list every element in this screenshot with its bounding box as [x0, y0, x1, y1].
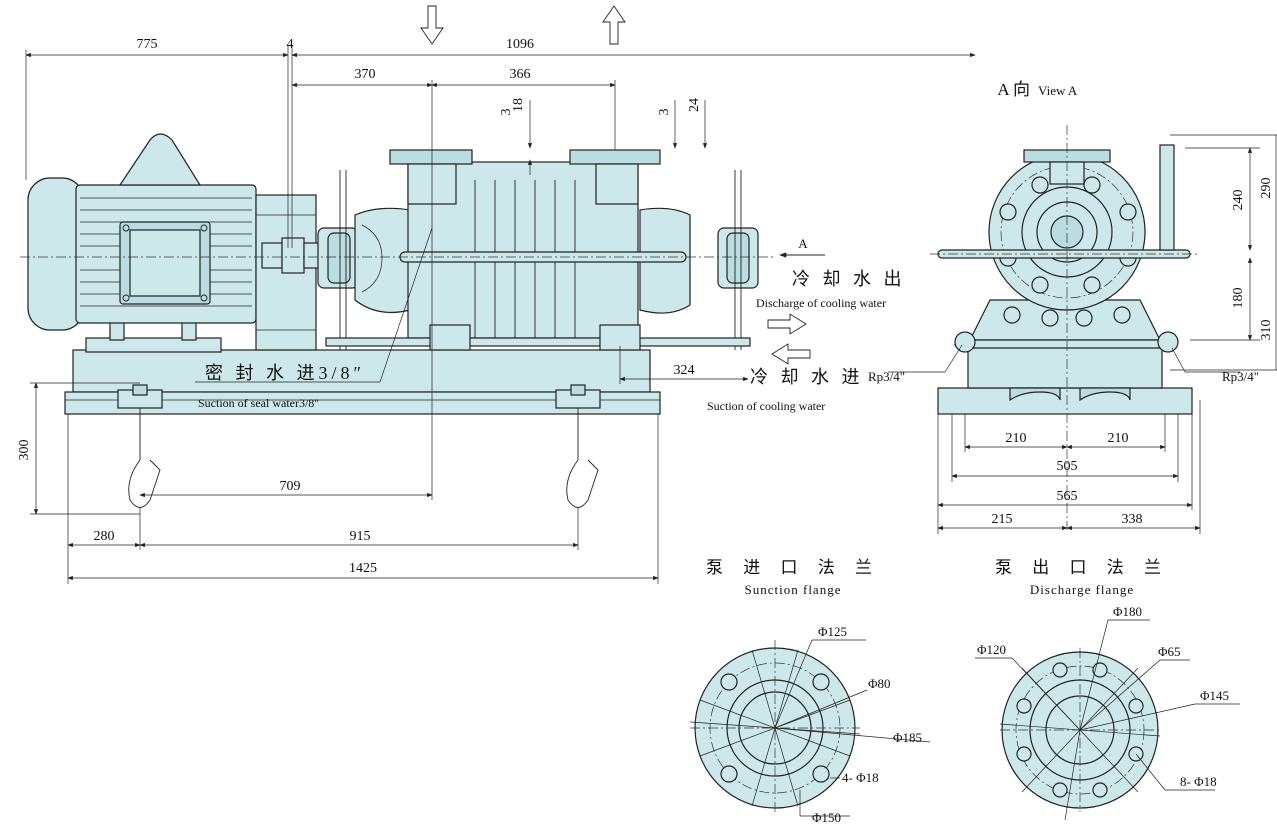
dim-3-left: 3 — [499, 109, 514, 116]
dim-240: 240 — [1231, 190, 1246, 211]
suction-flange-title-en: Sunction flange — [745, 582, 842, 597]
dia-80: Φ80 — [868, 676, 891, 691]
dia-180: Φ180 — [1113, 604, 1142, 619]
dim-290: 290 — [1259, 178, 1274, 199]
dim-1096: 1096 — [506, 37, 534, 52]
cooling-in-arrow-icon — [771, 343, 811, 365]
side-view-a: A 向 View A — [868, 80, 1277, 534]
side-base — [937, 387, 1193, 415]
motor — [27, 133, 317, 351]
foundation-bolt-right — [555, 384, 601, 508]
dia-125: Φ125 — [818, 624, 847, 639]
discharge-flange-title-en: Discharge flange — [1030, 582, 1134, 597]
dim-180: 180 — [1231, 288, 1246, 309]
dim-300: 300 — [17, 440, 32, 461]
discharge-flange-title-cn: 泵 出 口 法 兰 — [995, 558, 1169, 577]
cooling-in-label-cn: 冷 却 水 进 — [750, 367, 864, 387]
dim-215: 215 — [992, 512, 1013, 527]
seal-water-label-en: Suction of seal water3/8″ — [198, 396, 319, 410]
dim-18: 18 — [511, 98, 526, 112]
rp-right-label: Rp3/4" — [1222, 369, 1259, 384]
base-frame — [72, 349, 651, 393]
rp-left-label: Rp3/4" — [868, 369, 905, 384]
dim-3-right: 3 — [657, 109, 672, 116]
dim-324: 324 — [674, 363, 695, 378]
view-a-title-en: View A — [1038, 83, 1078, 98]
view-a-title-cn: A 向 — [997, 80, 1030, 99]
dim-210-right: 210 — [1108, 431, 1129, 446]
cooling-in-label-en: Suction of cooling water — [707, 399, 825, 413]
dim-310: 310 — [1259, 320, 1274, 341]
view-a-marker: A — [798, 236, 808, 251]
suction-flange-title-cn: 泵 进 口 法 兰 — [706, 558, 880, 577]
holes-8: 8- Φ18 — [1180, 774, 1217, 789]
foundation-bolt-left — [117, 384, 163, 508]
dim-370: 370 — [355, 67, 376, 82]
coupling — [261, 237, 321, 274]
outlet-arrow-icon — [602, 5, 626, 45]
seal-water-label-cn: 密 封 水 进3/8″ — [205, 363, 365, 383]
dim-24: 24 — [687, 98, 702, 112]
dim-210-left: 210 — [1006, 431, 1027, 446]
dim-280: 280 — [94, 529, 115, 544]
cooling-out-arrow-icon — [767, 313, 807, 335]
pump-body — [20, 149, 775, 351]
cooling-out-label-cn: 冷 却 水 出 — [792, 269, 906, 289]
dim-775: 775 — [137, 37, 158, 52]
dim-366: 366 — [510, 67, 531, 82]
base-plate — [64, 391, 661, 415]
inlet-arrow-icon — [420, 5, 444, 45]
holes-4: 4- Φ18 — [842, 770, 879, 785]
cooling-out-label-en: Discharge of cooling water — [756, 296, 886, 310]
discharge-flange: 泵 出 口 法 兰 Discharge flange — [975, 558, 1240, 821]
dim-709: 709 — [280, 479, 301, 494]
dia-150: Φ150 — [812, 810, 841, 825]
dim-565: 565 — [1057, 489, 1078, 504]
front-view: 775 4 1096 370 366 3 18 3 24 324 300 709… — [17, 5, 976, 584]
bearing-left — [317, 207, 411, 313]
dim-338: 338 — [1122, 512, 1143, 527]
dim-915: 915 — [350, 529, 371, 544]
dim-505: 505 — [1057, 459, 1078, 474]
suction-flange: 泵 进 口 法 兰 Sunction flange Φ125 Φ80 Φ — [689, 558, 931, 825]
dia-120: Φ120 — [977, 642, 1006, 657]
dim-1425: 1425 — [349, 561, 377, 576]
dim-4: 4 — [287, 37, 294, 52]
dia-145: Φ145 — [1200, 688, 1229, 703]
dia-185: Φ185 — [893, 730, 922, 745]
dia-65: Φ65 — [1158, 644, 1181, 659]
